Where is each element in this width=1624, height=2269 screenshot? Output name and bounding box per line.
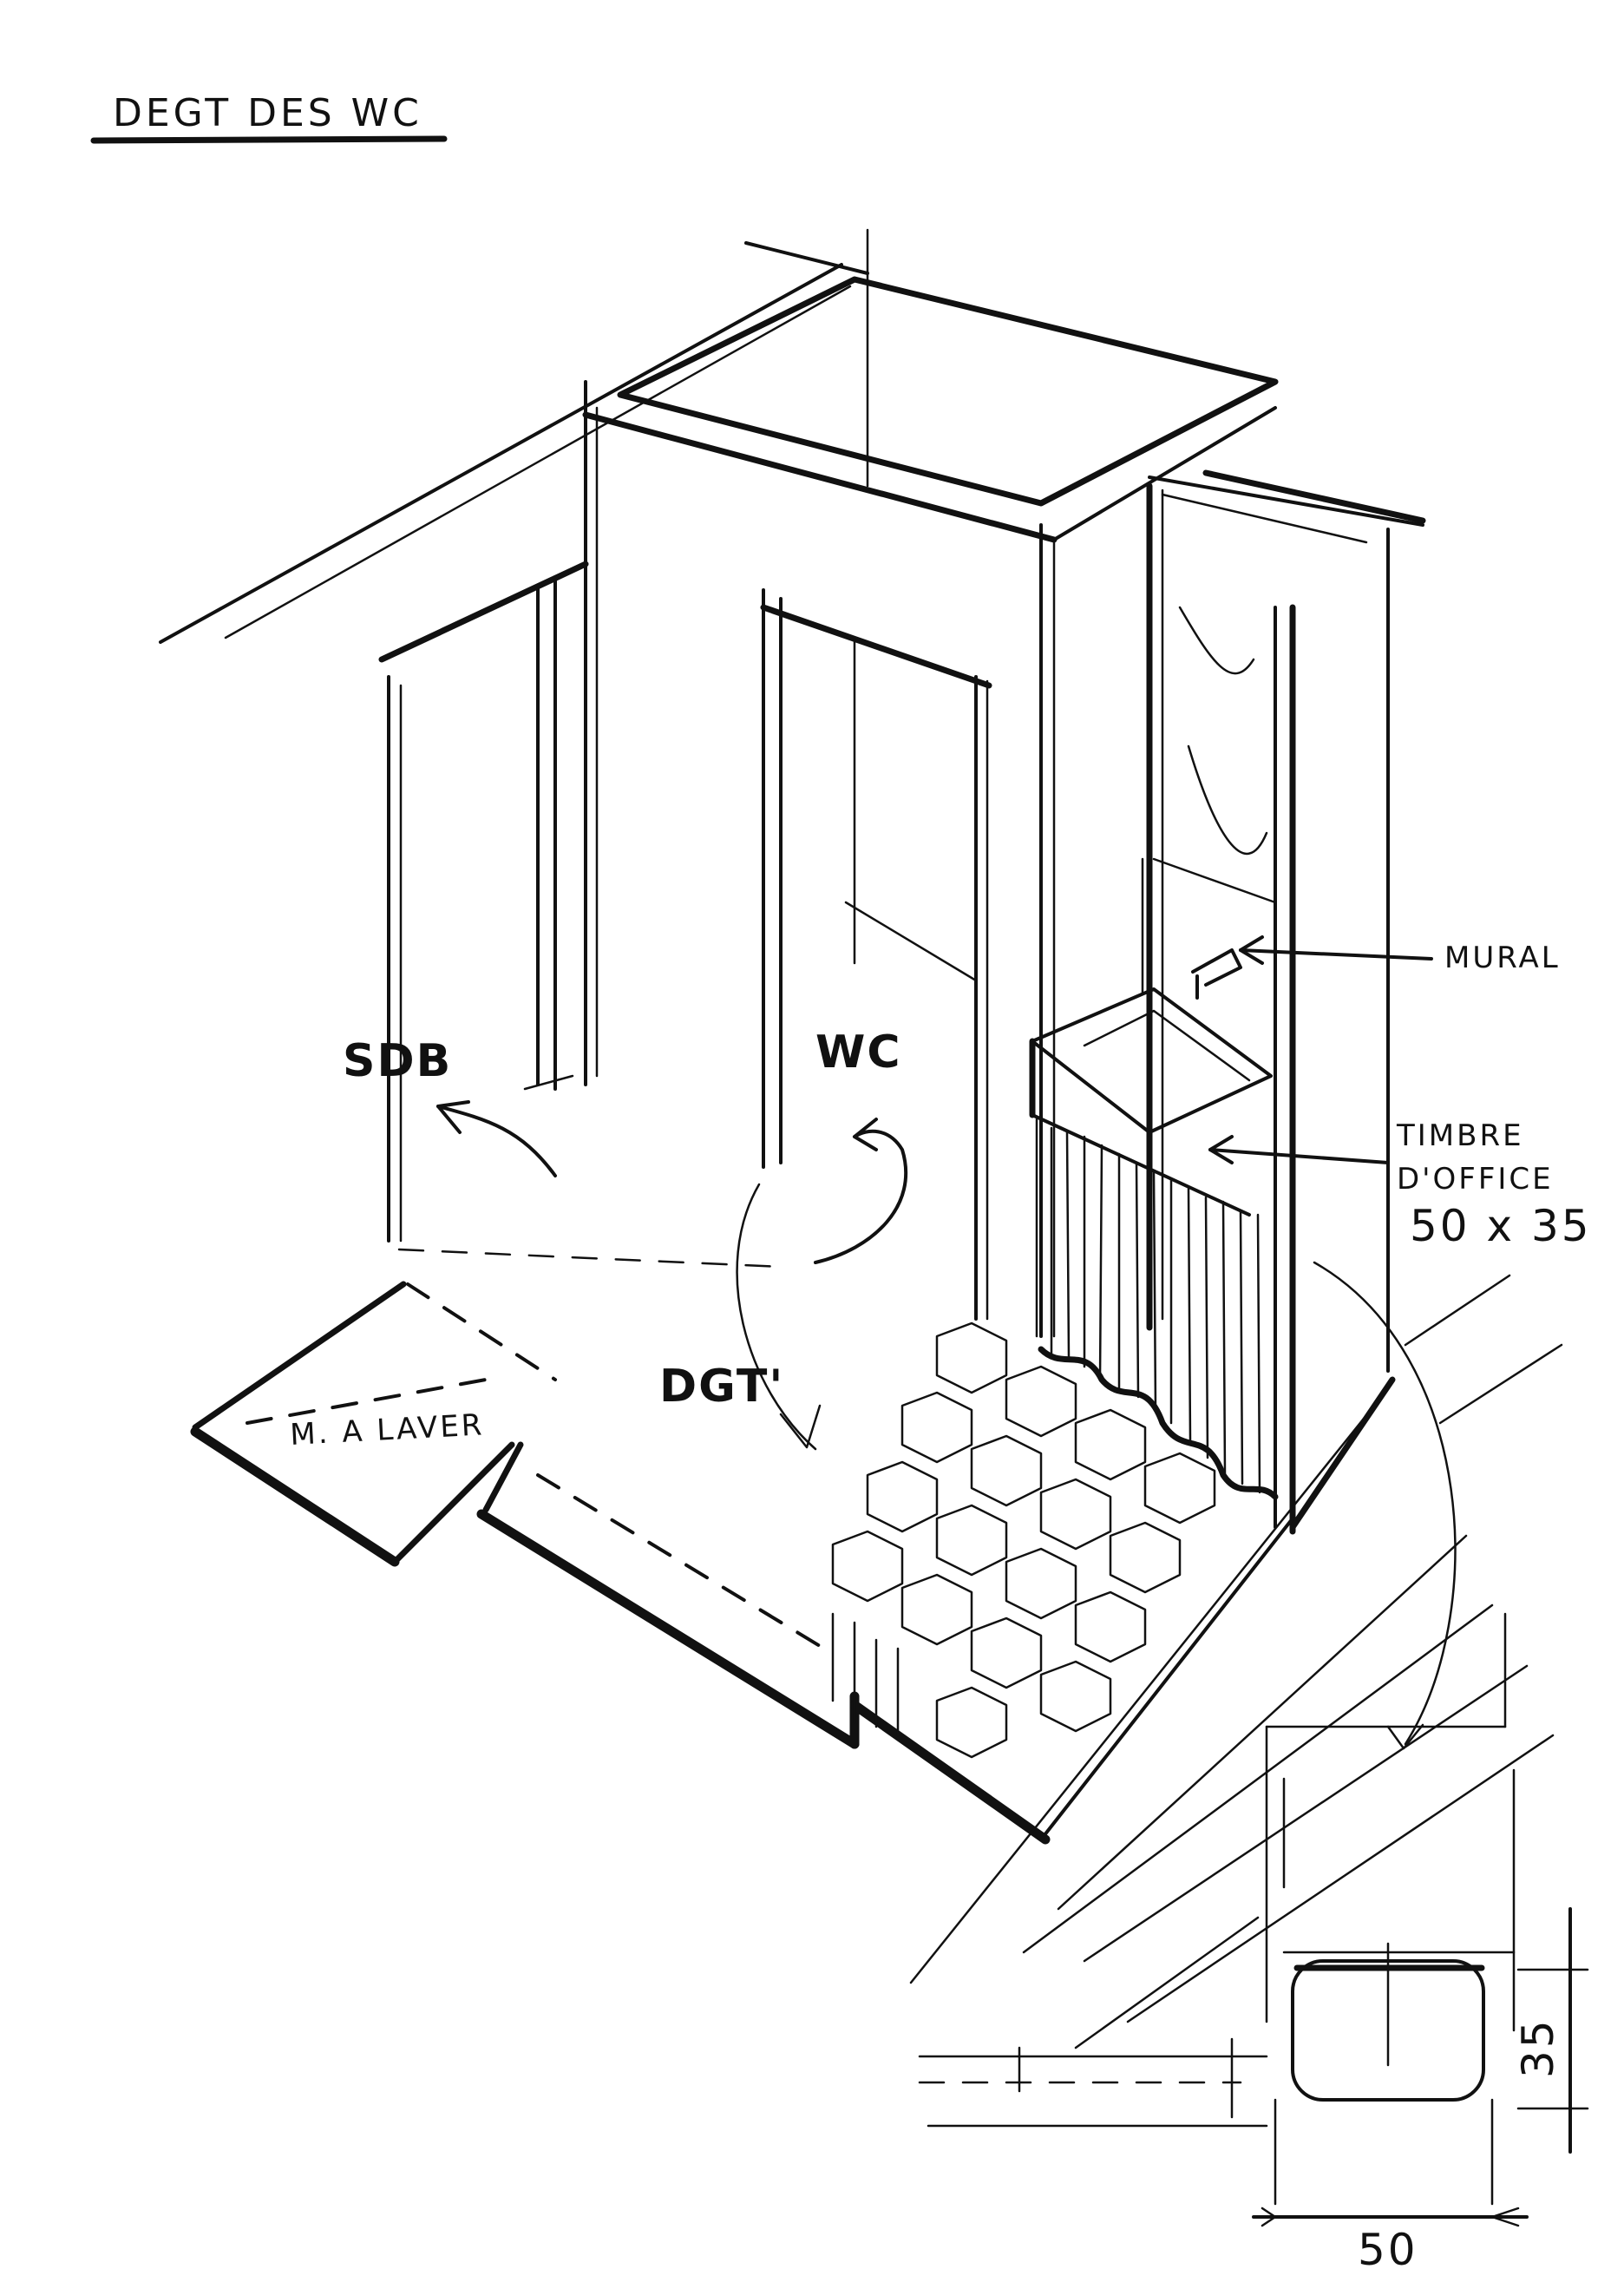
sink-plan-detail <box>918 1612 1589 2227</box>
label-timbre-size: 50 x 35 <box>1410 1201 1592 1251</box>
partition-wall <box>584 380 1056 1338</box>
label-dgt: DGT' <box>659 1361 784 1413</box>
ceiling-box-top <box>617 276 1279 507</box>
arrow-dgt-curve <box>736 1183 817 1451</box>
ceiling-edge-left <box>159 263 843 644</box>
arrow-to-wc-head <box>853 1118 878 1151</box>
sketch-title: DEGT DES WC <box>113 91 422 135</box>
wall-thick-left <box>190 1426 400 1567</box>
dimension-width-label: 50 <box>1358 2225 1418 2269</box>
arrow-to-wc <box>814 1129 908 1264</box>
hexagonal-tiles <box>831 1321 1216 1759</box>
direction-arrows <box>436 935 1457 1750</box>
wall-tap-icon <box>1191 948 1242 1000</box>
dimension-depth-label: 35 <box>1513 2017 1563 2078</box>
mirror-reflection <box>1178 606 1268 855</box>
arrow-mural <box>1239 948 1433 961</box>
ceiling-structure <box>159 228 1426 644</box>
label-sdb: SDB <box>343 1035 452 1087</box>
room-labels: SDB WC DGT' M. A LAVER MURAL TIMBRE D'OF… <box>289 941 1592 2269</box>
label-timbre-2: D'OFFICE <box>1397 1162 1554 1197</box>
arrow-to-sdb <box>436 1105 557 1177</box>
sink-niche <box>1029 482 1390 1535</box>
sink-basin-top <box>1031 987 1273 1134</box>
label-wc: WC <box>815 1026 902 1079</box>
arrow-timbre <box>1208 1148 1390 1164</box>
arrow-to-sdb-head <box>436 1100 470 1134</box>
wc-door-frame <box>760 588 992 1321</box>
sdb-door-frame <box>378 561 589 1243</box>
label-timbre-1: TIMBRE <box>1396 1118 1524 1153</box>
sink-curtain <box>1035 1118 1279 1500</box>
label-machine: M. A LAVER <box>289 1407 485 1453</box>
wall-thick-bottom <box>476 1509 860 1749</box>
title-underline <box>90 135 448 144</box>
floor-hatching <box>1022 1274 1563 2049</box>
title-block: DEGT DES WC <box>90 91 448 144</box>
label-mural: MURAL <box>1444 941 1561 975</box>
arrow-to-detail <box>1313 1261 1457 1746</box>
partition-top-edge <box>582 411 1058 543</box>
floor-plan <box>190 1248 1563 2049</box>
